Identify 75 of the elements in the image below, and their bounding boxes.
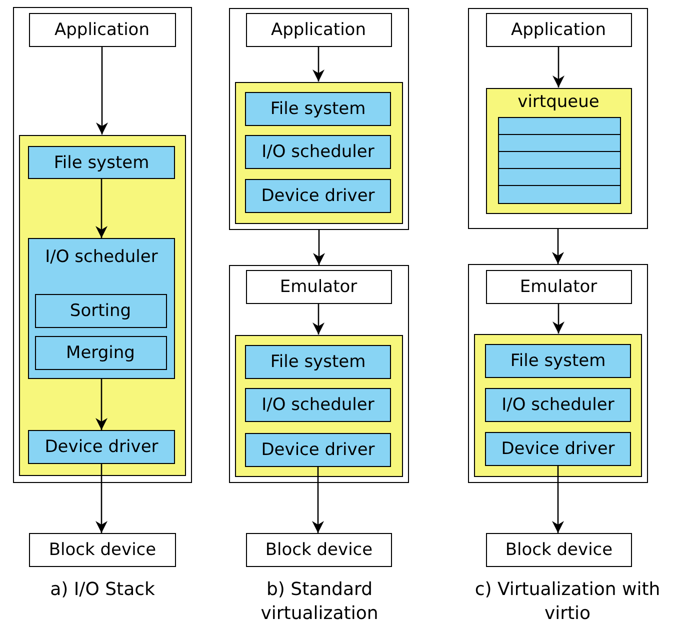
container-frame xyxy=(468,264,648,483)
layer-panel xyxy=(234,334,402,476)
arrow xyxy=(552,46,564,88)
arrow xyxy=(96,464,108,533)
component-box xyxy=(28,12,176,46)
box-label: virtqueue xyxy=(516,92,600,112)
component-box xyxy=(485,432,631,466)
box-label: File system xyxy=(269,99,367,119)
box-label: File system xyxy=(509,351,607,371)
box-label: Application xyxy=(54,20,150,40)
figure-caption: b) Standard virtualization xyxy=(260,578,380,626)
component-box xyxy=(486,12,632,46)
component-box xyxy=(485,344,631,378)
box-label: I/O scheduler xyxy=(500,395,616,415)
component-box xyxy=(245,388,391,422)
component-box xyxy=(28,146,175,179)
box-label: File system xyxy=(52,152,150,172)
component-box xyxy=(486,270,632,304)
component-box xyxy=(34,336,166,370)
queue-slot xyxy=(498,117,621,135)
figure-caption: a) I/O Stack xyxy=(49,578,156,602)
component-box xyxy=(34,294,166,328)
arrow xyxy=(312,467,324,533)
component-box xyxy=(245,345,391,379)
component-box xyxy=(246,270,392,304)
arrow xyxy=(552,466,564,533)
arrow xyxy=(552,229,564,264)
component-box xyxy=(485,388,631,422)
arrow xyxy=(96,46,108,134)
box-label: Device driver xyxy=(44,437,160,457)
box-label: Device driver xyxy=(260,440,376,460)
layer-panel xyxy=(18,134,186,476)
figure-caption: c) Virtualization with virtio xyxy=(474,578,662,626)
arrow xyxy=(552,304,564,334)
box-label: Application xyxy=(510,20,607,40)
box-label: Device driver xyxy=(500,439,616,459)
box-label: Block device xyxy=(504,540,614,560)
box-label: I/O scheduler xyxy=(44,247,159,267)
container-frame xyxy=(229,265,409,483)
box-label: I/O scheduler xyxy=(260,142,376,162)
box-label: Application xyxy=(270,20,367,40)
box-label: File system xyxy=(269,352,367,372)
container-frame xyxy=(13,7,192,483)
container-frame xyxy=(468,8,648,229)
box-label: I/O scheduler xyxy=(260,395,376,415)
layer-panel xyxy=(234,82,402,224)
box-label: Block device xyxy=(48,540,158,560)
box-label: Block device xyxy=(264,540,374,560)
arrow xyxy=(313,230,325,265)
component-box xyxy=(246,533,392,567)
queue-slot xyxy=(498,185,621,204)
component-box xyxy=(245,92,391,126)
box-label: Emulator xyxy=(278,276,358,296)
component-box xyxy=(29,533,176,567)
arrow xyxy=(312,304,324,334)
component-box xyxy=(246,12,392,46)
queue-slot xyxy=(498,134,621,152)
box-label: Merging xyxy=(65,342,136,362)
arrow xyxy=(96,379,108,430)
group-box xyxy=(28,238,175,379)
box-label: Sorting xyxy=(68,300,132,320)
arrow xyxy=(312,46,324,82)
queue-slot xyxy=(498,168,621,186)
component-box xyxy=(486,533,632,567)
container-frame xyxy=(229,8,409,230)
queue-slot xyxy=(498,151,621,169)
component-box xyxy=(245,179,391,213)
box-label: Device driver xyxy=(260,186,376,206)
component-box xyxy=(245,135,391,169)
component-box xyxy=(245,433,391,467)
box-label: Emulator xyxy=(518,276,598,296)
group-box xyxy=(486,88,632,214)
component-box xyxy=(28,430,175,464)
arrow xyxy=(96,179,108,238)
layer-panel xyxy=(474,334,642,476)
